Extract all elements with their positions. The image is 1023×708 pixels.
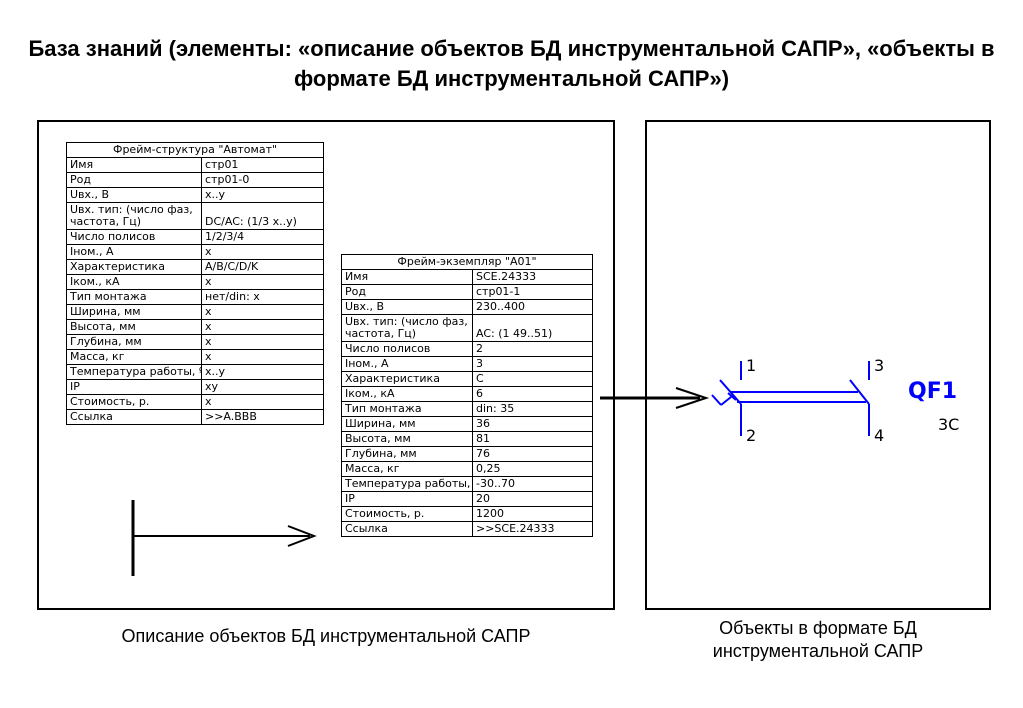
- attribute-value-cell: 230..400: [471, 299, 594, 315]
- attribute-name-cell: Число полисов: [66, 229, 202, 245]
- table-row: Ссылка>>A.BBB: [66, 409, 325, 425]
- connector-arrow-head: [287, 525, 317, 547]
- table-row: Ссылка>>SCE.24333: [341, 521, 594, 537]
- pin-4-label: 4: [874, 426, 884, 445]
- attribute-value-cell: din: 35: [471, 401, 594, 417]
- attribute-name-cell: Число полисов: [341, 341, 473, 357]
- designator-label: QF1: [908, 379, 957, 404]
- object-description-panel: [37, 120, 615, 610]
- table-row: Uвх. тип: (число фаз, частота, Гц)DC/AC:…: [66, 202, 325, 230]
- attribute-name-cell: Стоимость, р.: [341, 506, 473, 522]
- attribute-value-cell: 0,25: [471, 461, 594, 477]
- attribute-value-cell: AC: (1 49..51): [471, 314, 594, 342]
- table-row: Uвх. тип: (число фаз, частота, Гц)AC: (1…: [341, 314, 594, 342]
- attribute-name-cell: Iком., кА: [341, 386, 473, 402]
- attribute-value-cell: >>A.BBB: [200, 409, 325, 425]
- page-title: База знаний (элементы: «описание объекто…: [28, 36, 995, 91]
- attribute-value-cell: 3: [471, 356, 594, 372]
- pin-2-label: 2: [746, 426, 756, 445]
- frame-instance-header: Фрейм-экземпляр "А01": [340, 254, 594, 270]
- attribute-value-cell: нет/din: x: [200, 289, 325, 305]
- characteristic-label: 3C: [938, 415, 959, 434]
- attribute-value-cell: стр01: [200, 157, 325, 173]
- attribute-name-cell: Uвх. тип: (число фаз, частота, Гц): [341, 314, 473, 342]
- attribute-value-cell: DC/AC: (1/3 x..y): [200, 202, 325, 230]
- caption-object-description: Описание объектов БД инструментальной СА…: [121, 626, 531, 646]
- table-row: Стоимость, р.x: [66, 394, 325, 410]
- attribute-value-cell: SCE.24333: [471, 269, 594, 285]
- transfer-arrow-head: [675, 387, 710, 409]
- frame-structure-header: Фрейм-структура "Автомат": [65, 142, 325, 158]
- attribute-name-cell: Стоимость, р.: [66, 394, 202, 410]
- pin-3-label: 3: [874, 356, 884, 375]
- object-format-panel: [645, 120, 991, 610]
- attribute-value-cell: >>SCE.24333: [471, 521, 594, 537]
- table-row: Стоимость, р.1200: [341, 506, 594, 522]
- attribute-name-cell: Высота, мм: [341, 431, 473, 447]
- attribute-name-cell: Ссылка: [66, 409, 202, 425]
- attribute-name-cell: Ссылка: [341, 521, 473, 537]
- caption-object-format: Объекты в формате БД инструментальной СА…: [712, 618, 924, 661]
- pin-1-label: 1: [746, 356, 756, 375]
- attribute-name-cell: Uвх. тип: (число фаз, частота, Гц): [66, 202, 202, 230]
- attribute-value-cell: стр01-1: [471, 284, 594, 300]
- attribute-name-cell: Характеристика: [341, 371, 473, 387]
- circuit-breaker-symbol: [711, 361, 870, 436]
- attribute-name-cell: Высота, мм: [66, 319, 202, 335]
- attribute-name-cell: Ширина, мм: [66, 304, 202, 320]
- attribute-name-cell: Масса, кг: [341, 461, 473, 477]
